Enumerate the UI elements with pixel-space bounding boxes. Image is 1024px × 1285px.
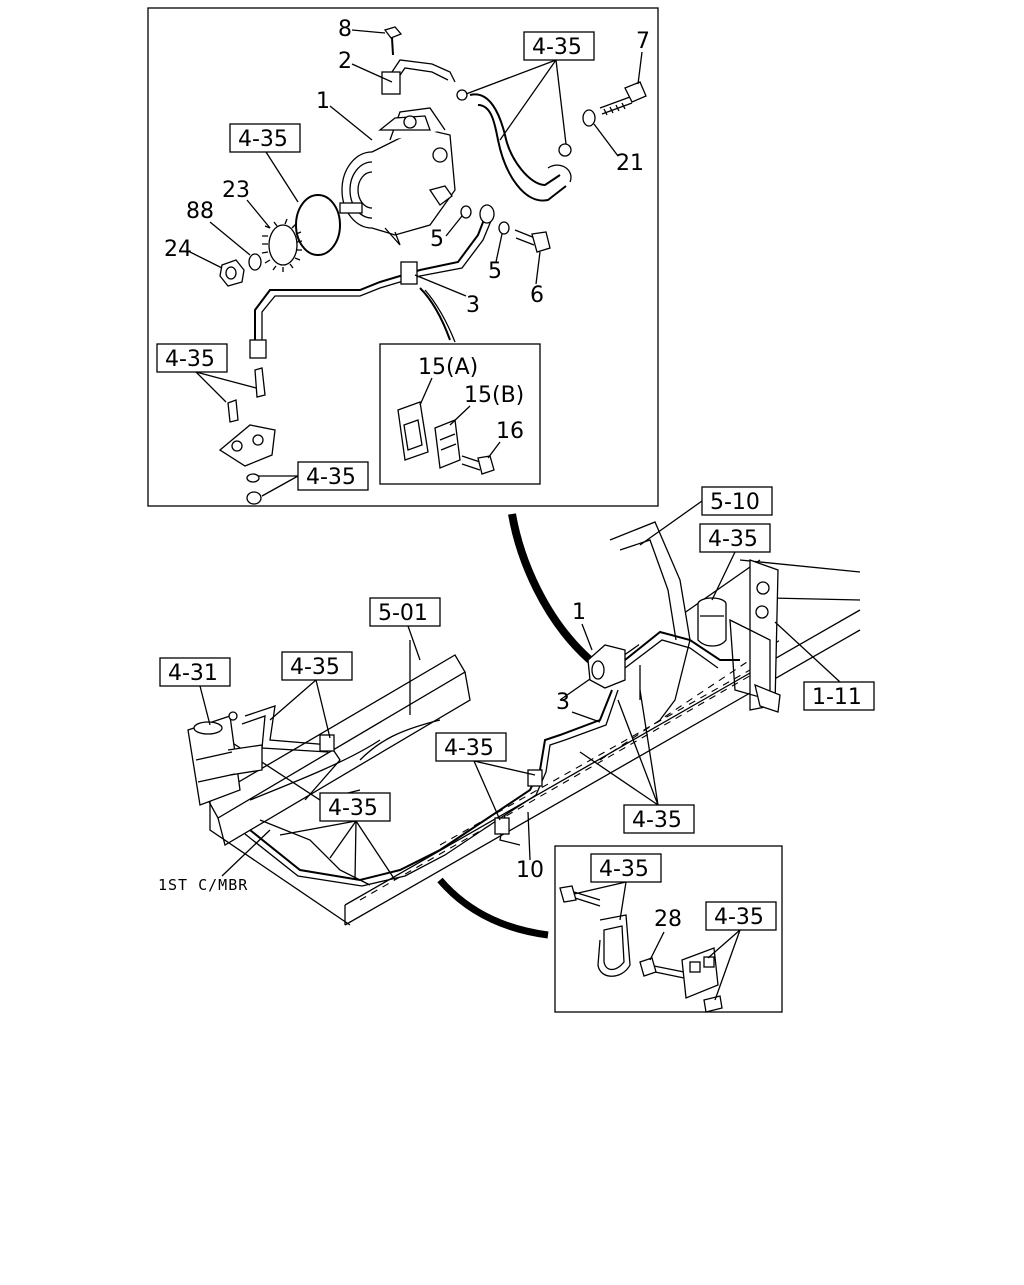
clip-15b (434, 419, 461, 469)
washer-21 (582, 109, 596, 127)
part-number-28: 28 (654, 907, 682, 932)
ref-5-10: 5-10 (710, 490, 760, 515)
reservoir-tank (697, 597, 727, 647)
ref-4-31: 4-31 (168, 661, 218, 686)
frame-clip-right (527, 769, 543, 787)
part-number-2: 2 (338, 49, 352, 74)
frame-clip-center (494, 817, 510, 835)
part-number-16: 16 (496, 419, 524, 444)
bolt-detail (559, 885, 601, 907)
part-number-10: 10 (516, 858, 544, 883)
p-clip (597, 914, 631, 977)
o-ring (295, 194, 341, 256)
ref-4-35-gearbox: 4-35 (290, 655, 340, 680)
drive-gear (261, 218, 303, 272)
part-number-8: 8 (338, 17, 352, 42)
mounting-bracket (681, 947, 723, 1013)
ref-5-01: 5-01 (378, 601, 428, 626)
union-fitting (218, 367, 276, 505)
ref-4-35-hose: 4-35 (532, 35, 582, 60)
ref-4-35-lower-left: 4-35 (328, 796, 378, 821)
steering-gearbox (187, 711, 263, 806)
frame-clip-left (319, 734, 335, 752)
part-number-88: 88 (186, 199, 214, 224)
bolt-7 (599, 81, 647, 116)
washer-5a (460, 205, 472, 219)
hydraulic-lines (227, 630, 740, 887)
part-number-3-chassis: 3 (556, 690, 570, 715)
clip-15a (397, 401, 429, 461)
ref-4-35-detail-clip: 4-35 (599, 857, 649, 882)
crossmember-note: 1ST C/MBR (158, 876, 248, 894)
bolt-28 (639, 957, 685, 979)
ref-4-35-oring: 4-35 (238, 127, 288, 152)
ref-1-11: 1-11 (812, 685, 862, 710)
part-number-1-chassis: 1 (572, 600, 586, 625)
part-number-21: 21 (616, 151, 644, 176)
bolt-8 (383, 26, 403, 56)
part-number-5a: 5 (430, 227, 444, 252)
part-number-24: 24 (164, 237, 192, 262)
ref-4-35-union: 4-35 (165, 347, 215, 372)
part-number-5b: 5 (488, 259, 502, 284)
ref-4-35-right-lower: 4-35 (632, 808, 682, 833)
suction-pipe (381, 59, 572, 202)
power-steering-pump (339, 107, 456, 246)
eye-bolt-6 (514, 229, 551, 253)
pressure-line (249, 204, 495, 359)
bolt-16 (461, 455, 495, 475)
part-number-15a: 15(A) (418, 355, 478, 380)
pump-on-engine (587, 644, 626, 689)
part-number-1: 1 (316, 89, 330, 114)
washer-5b (498, 221, 510, 235)
washer (248, 253, 262, 271)
ref-4-35-reservoir: 4-35 (708, 527, 758, 552)
part-number-3: 3 (466, 293, 480, 318)
part-number-6: 6 (530, 283, 544, 308)
part-number-15b: 15(B) (464, 383, 524, 408)
nut (219, 259, 245, 287)
ref-4-35-detail-bracket: 4-35 (714, 905, 764, 930)
ref-4-35-bracket: 4-35 (306, 465, 356, 490)
ref-4-35-center: 4-35 (444, 736, 494, 761)
part-number-7: 7 (636, 29, 650, 54)
crossmember-right (609, 521, 781, 721)
part-number-23: 23 (222, 178, 250, 203)
